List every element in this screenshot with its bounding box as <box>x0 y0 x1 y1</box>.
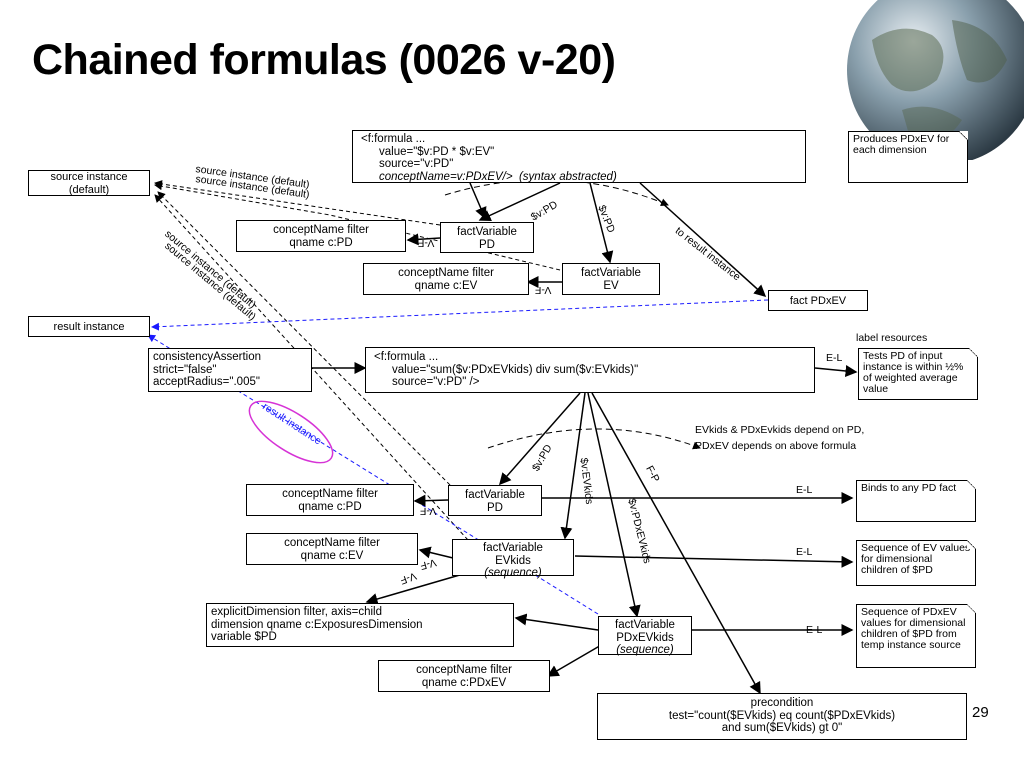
seq-ev-note: Sequence of EV values for dimensional ch… <box>856 540 976 586</box>
edge-label-vf-3: V-F <box>420 505 437 517</box>
page-title: Chained formulas (0026 v-20) <box>32 36 616 84</box>
formula-2-box: <f:formula ... value="sum($v:PDxEVkids) … <box>365 347 815 393</box>
fact-pdxev-box: fact PDxEV <box>768 290 868 311</box>
cn-filter-pd-bottom: conceptName filter qname c:PD <box>246 484 414 516</box>
edge-label-el-4: E-L <box>806 624 823 636</box>
cn-filter-pdxev: conceptName filter qname c:PDxEV <box>378 660 550 692</box>
cn-filter-ev-bottom-line-2: qname c:EV <box>300 549 364 562</box>
fv-ev-top-line-2: EV <box>603 279 619 292</box>
fv-pdxevkids-line-2: PDxEVkids <box>616 631 674 644</box>
fv-ev-top-line-1: factVariable <box>581 267 641 279</box>
cn-filter-pd-top-line-2: qname c:PD <box>289 236 353 249</box>
explicit-dim-line-1: explicitDimension filter, axis=child <box>211 606 382 618</box>
label-resources-text: label resources <box>856 332 928 344</box>
source-instance-box: source instance (default) <box>28 170 150 196</box>
result-instance-box: result instance <box>28 316 150 337</box>
formula-1-line-4: conceptName=v:PDxEV/> (syntax abstracted… <box>379 170 617 183</box>
fv-pd-bottom-line-1: factVariable <box>465 489 525 501</box>
page-number: 29 <box>972 704 989 721</box>
fv-pd-top-line-2: PD <box>479 238 495 251</box>
formula-1-line-3: source="v:PD" <box>379 158 454 170</box>
globe-image <box>842 0 1024 160</box>
precondition-line-3: and sum($EVkids) gt 0" <box>721 722 843 734</box>
formula-2-line-1: <f:formula ... <box>374 351 439 363</box>
fv-pd-top: factVariable PD <box>440 222 534 253</box>
consistency-assertion-box: consistencyAssertion strict="false" acce… <box>148 348 312 392</box>
fv-pd-top-line-1: factVariable <box>457 226 517 238</box>
consistency-line-1: consistencyAssertion <box>153 351 262 363</box>
fv-pdxevkids: factVariable PDxEVkids (sequence) <box>598 616 692 656</box>
cn-filter-pdxev-line-1: conceptName filter <box>416 664 512 676</box>
source-instance-line-1: source instance <box>50 171 128 183</box>
depend-note-2: PDxEV depends on above formula <box>695 440 857 452</box>
formula-1-box: <f:formula ... value="$v:PD * $v:EV" sou… <box>352 130 806 183</box>
cn-filter-pdxev-line-2: qname c:PDxEV <box>421 676 507 689</box>
seq-pdxev-note: Sequence of PDxEV values for dimensional… <box>856 604 976 668</box>
cn-filter-pd-top-line-1: conceptName filter <box>273 224 369 236</box>
edge-label-el-3: E-L <box>796 546 813 558</box>
cn-filter-pd-bottom-line-2: qname c:PD <box>298 500 362 513</box>
edge-label-vf-2: V-F <box>535 284 552 296</box>
cn-filter-ev-bottom: conceptName filter qname c:EV <box>246 533 418 565</box>
formula-2-line-3: source="v:PD" /> <box>392 376 480 388</box>
precondition-box: precondition test="count($EVkids) eq cou… <box>597 693 967 740</box>
formula-2-line-2: value="sum($v:PDxEVkids) div sum($v:EVki… <box>392 363 639 376</box>
tests-note: Tests PD of input instance is within ½% … <box>858 348 978 400</box>
fv-pdxevkids-line-3: (sequence) <box>616 644 674 656</box>
produces-note: Produces PDxEV for each dimension <box>848 131 968 183</box>
explicit-dim-line-2: dimension qname c:ExposuresDimension <box>211 618 423 631</box>
cn-filter-ev-bottom-line-1: conceptName filter <box>284 537 380 549</box>
explicit-dimension-box: explicitDimension filter, axis=child dim… <box>206 603 514 647</box>
source-instance-line-2: (default) <box>68 183 110 196</box>
fv-evkids-line-1: factVariable <box>483 542 543 554</box>
binds-note: Binds to any PD fact <box>856 480 976 522</box>
depend-note-1: EVkids & PDxEvkids depend on PD, <box>695 424 865 436</box>
cn-filter-ev-top: conceptName filter qname c:EV <box>363 263 529 295</box>
fv-pd-bottom: factVariable PD <box>448 485 542 516</box>
cn-filter-ev-top-line-1: conceptName filter <box>398 267 494 279</box>
formula-1-line-1: <f:formula ... <box>361 133 426 145</box>
consistency-line-3: acceptRadius=".005" <box>153 376 260 388</box>
fv-evkids: factVariable EVkids (sequence) <box>452 539 574 579</box>
fv-pd-bottom-line-2: PD <box>487 501 503 514</box>
consistency-line-2: strict="false" <box>153 363 217 376</box>
formula-1-line-2: value="$v:PD * $v:EV" <box>379 145 495 158</box>
explicit-dim-line-3: variable $PD <box>211 631 277 643</box>
cn-filter-ev-top-line-2: qname c:EV <box>414 279 478 292</box>
edge-label-el-1: E-L <box>826 352 843 364</box>
result-instance-ellipse <box>248 400 334 464</box>
precondition-line-2: test="count($EVkids) eq count($PDxEVkids… <box>668 709 896 722</box>
edge-label-vf-1: V-F <box>418 237 435 249</box>
fv-pdxevkids-line-1: factVariable <box>615 619 675 631</box>
fv-evkids-line-3: (sequence) <box>484 567 542 579</box>
cn-filter-pd-top: conceptName filter qname c:PD <box>236 220 406 252</box>
cn-filter-pd-bottom-line-1: conceptName filter <box>282 488 378 500</box>
fv-evkids-line-2: EVkids <box>495 554 531 567</box>
fv-ev-top: factVariable EV <box>562 263 660 295</box>
precondition-line-1: precondition <box>750 697 814 709</box>
edge-label-el-2: E-L <box>796 484 813 496</box>
